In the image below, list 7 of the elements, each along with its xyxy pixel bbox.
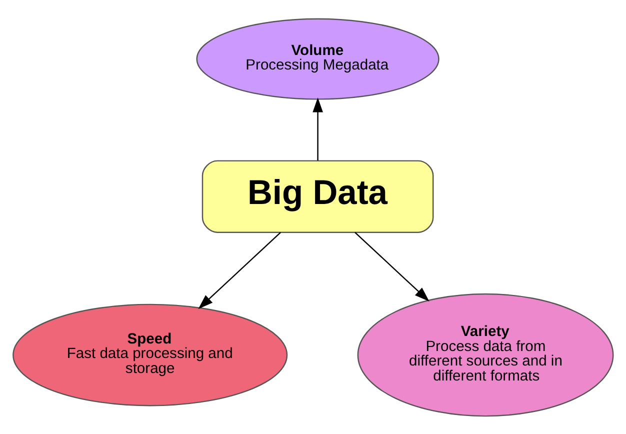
node-ellipse: Speed Fast data processing and storage [12, 303, 288, 406]
node-box: Big Data [202, 160, 434, 232]
node-ellipse: Variety Process data from different sources and in different formats [357, 292, 614, 416]
arrow [312, 96, 323, 160]
arrow [198, 231, 281, 308]
arrow [354, 231, 430, 302]
node-ellipse: Volume Processing Megadata [196, 18, 440, 100]
